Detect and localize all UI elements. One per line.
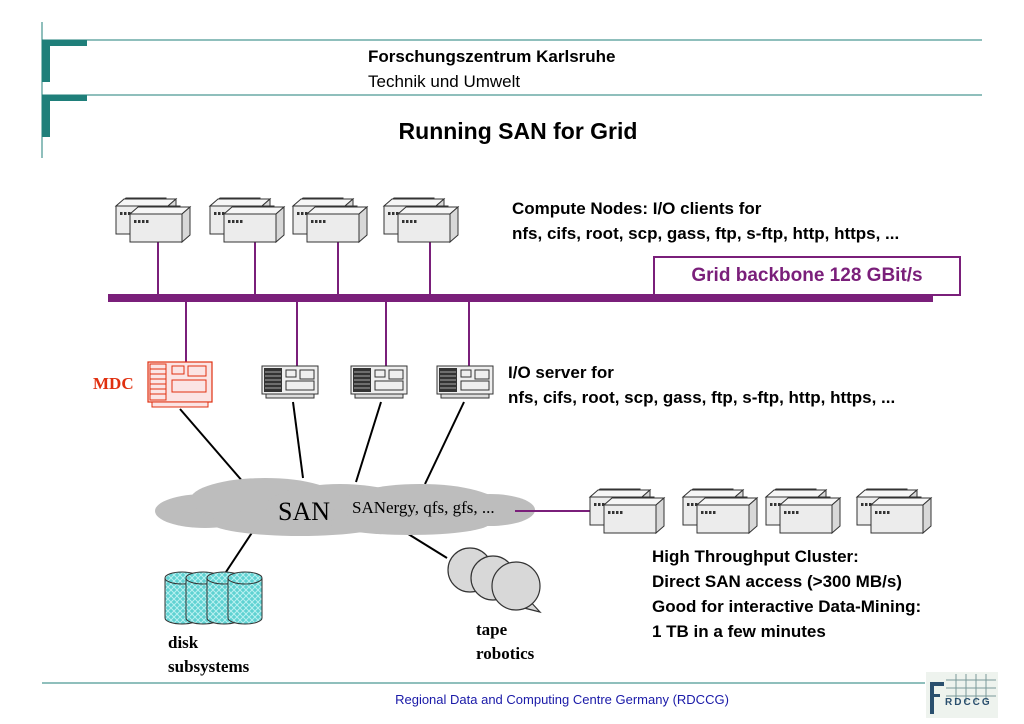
cluster-node-group-2 xyxy=(683,489,757,533)
grid-backbone-bar xyxy=(108,294,933,302)
tape-label-line1: tape xyxy=(476,620,508,639)
compute-node-group-4 xyxy=(384,198,458,242)
rdccg-logo-text: RDCCG xyxy=(945,697,992,708)
tape-label-line2: robotics xyxy=(476,644,535,663)
san-filesystems-label: SANergy, qfs, gfs, ... xyxy=(352,498,495,517)
cluster-node-group-1 xyxy=(590,489,664,533)
san-links xyxy=(179,401,465,579)
compute-nodes-label: Compute Nodes: I/O clients for nfs, cifs… xyxy=(512,196,899,246)
slide-title: Running SAN for Grid xyxy=(398,118,638,144)
disk-subsystem-icon xyxy=(164,571,263,625)
corner-mark-top-v xyxy=(42,40,50,82)
organization-name: Forschungszentrum Karlsruhe xyxy=(368,47,616,66)
cluster-label: High Throughput Cluster: Direct SAN acce… xyxy=(652,544,921,644)
cluster-line3: Good for interactive Data-Mining: xyxy=(652,597,922,616)
grid-backbone-label: Grid backbone 128 GBit/s xyxy=(653,256,961,296)
compute-nodes-line1: Compute Nodes: I/O clients for xyxy=(512,199,762,218)
cluster-node-group-4 xyxy=(857,489,931,533)
mdc-label: MDC xyxy=(93,374,134,393)
io-server-1 xyxy=(261,365,319,399)
footer-text: Regional Data and Computing Centre Germa… xyxy=(395,692,729,707)
corner-mark-top-h xyxy=(42,40,87,46)
cluster-line4: 1 TB in a few minutes xyxy=(652,622,826,641)
disk-label-line1: disk xyxy=(168,633,199,652)
cluster-line2: Direct SAN access (>300 MB/s) xyxy=(652,572,902,591)
compute-node-group-3 xyxy=(293,198,367,242)
rdccg-logo xyxy=(926,672,998,718)
corner-mark-bottom-h xyxy=(42,95,87,101)
compute-nodes-line2: nfs, cifs, root, scp, gass, ftp, s-ftp, … xyxy=(512,224,900,243)
cluster-node-group-3 xyxy=(766,489,840,533)
organization-subtitle: Technik und Umwelt xyxy=(368,72,521,91)
disk-label-line2: subsystems xyxy=(168,657,250,676)
io-server-2 xyxy=(350,365,408,399)
compute-node-group-2 xyxy=(210,198,284,242)
io-server-3 xyxy=(436,365,494,399)
io-server-label: I/O server for nfs, cifs, root, scp, gas… xyxy=(508,360,895,410)
io-server-links xyxy=(185,302,470,368)
san-cloud xyxy=(155,478,535,536)
mdc-server-icon xyxy=(147,361,213,408)
io-server-line1: I/O server for xyxy=(508,363,614,382)
tape-robotics-icon xyxy=(447,547,542,614)
san-label: SAN xyxy=(278,497,331,526)
io-server-line2: nfs, cifs, root, scp, gass, ftp, s-ftp, … xyxy=(508,388,896,407)
compute-node-group-1 xyxy=(116,198,190,242)
cluster-line1: High Throughput Cluster: xyxy=(652,547,859,566)
compute-node-links xyxy=(157,242,431,297)
corner-mark-bottom-v xyxy=(42,95,50,137)
